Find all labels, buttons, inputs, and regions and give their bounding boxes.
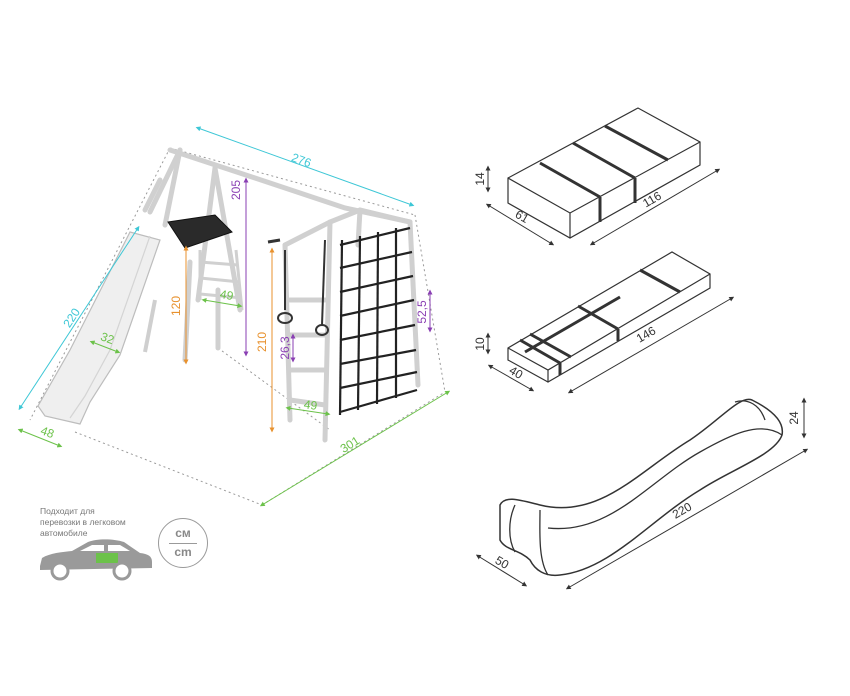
platform-deck bbox=[167, 214, 233, 249]
car-icon bbox=[40, 539, 152, 581]
box-2-depth: 40 bbox=[507, 363, 526, 382]
transport-note-line1: Подходит для bbox=[40, 506, 95, 516]
units-badge: см cm bbox=[158, 518, 208, 568]
slide bbox=[37, 231, 161, 425]
transport-note: Подходит для перевозки в легковом автомо… bbox=[40, 506, 160, 539]
dim-overall-length: 301 bbox=[338, 433, 363, 456]
dim-beam-height: 205 bbox=[229, 180, 243, 200]
dim-platform-height: 120 bbox=[169, 296, 183, 316]
package-box-2: 10 40 146 bbox=[473, 251, 735, 394]
dim-rings-height: 210 bbox=[255, 332, 269, 352]
dim-slide-length: 220 bbox=[60, 305, 83, 330]
dim-net-width: 49 bbox=[303, 397, 318, 413]
slide-part-height: 24 bbox=[787, 411, 801, 425]
units-divider bbox=[169, 543, 197, 544]
slide-part: 24 50 220 bbox=[475, 397, 809, 590]
units-bottom: cm bbox=[174, 545, 192, 559]
dim-rings-drop: 26,3 bbox=[278, 336, 292, 360]
dim-slide-width: 32 bbox=[99, 329, 117, 347]
package-box-1: 14 61 116 bbox=[473, 107, 721, 246]
swing-frame bbox=[142, 147, 413, 363]
gym-rings bbox=[267, 238, 329, 336]
units-top: см bbox=[175, 526, 191, 540]
dim-net-height: 52,5 bbox=[415, 300, 429, 324]
box-1-depth: 61 bbox=[513, 207, 532, 226]
slide-part-width: 50 bbox=[493, 553, 512, 572]
box-1-height: 14 bbox=[473, 172, 487, 186]
transport-note-line3: автомобиле bbox=[40, 528, 88, 538]
dim-platform-step: 49 bbox=[219, 287, 235, 303]
box-2-height: 10 bbox=[473, 337, 487, 351]
transport-note-line2: перевозки в легковом bbox=[40, 517, 126, 527]
climbing-net bbox=[338, 226, 418, 416]
swing-set-illustration: 276 220 301 48 32 49 49 120 210 205 52,5 bbox=[17, 126, 451, 507]
dim-slide-base: 48 bbox=[39, 423, 57, 441]
dim-overall-width: 276 bbox=[290, 150, 314, 170]
